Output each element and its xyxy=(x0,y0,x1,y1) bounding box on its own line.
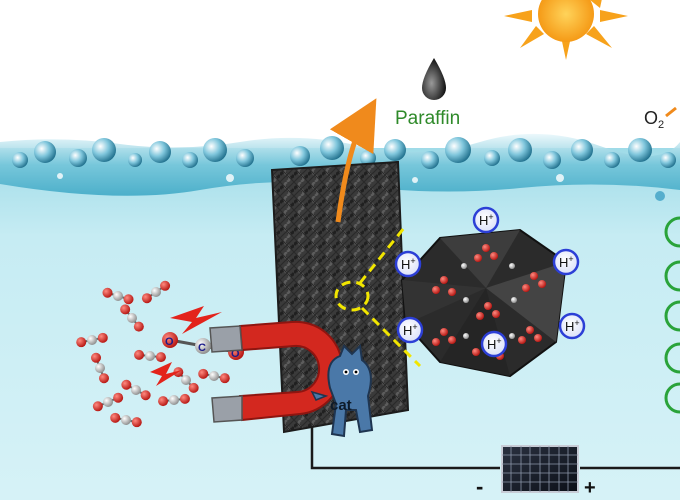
negative-terminal-label: - xyxy=(476,474,483,499)
labeled-co2-molecule: O C O xyxy=(162,332,244,360)
co2-molecule xyxy=(76,332,108,348)
anode-electrode xyxy=(664,216,680,414)
svg-text:H+: H+ xyxy=(565,318,580,334)
sun-icon xyxy=(504,0,628,60)
paraffin-arrow xyxy=(329,98,377,223)
co2-molecule xyxy=(134,349,166,363)
svg-text:H+: H+ xyxy=(401,256,416,272)
co2-molecules xyxy=(76,280,230,428)
co2-molecule xyxy=(91,352,109,384)
catalyst-mascot-icon: cat xyxy=(310,343,374,438)
svg-text:H+: H+ xyxy=(559,254,574,270)
co2-molecule xyxy=(102,287,134,305)
lightning-icon xyxy=(150,306,222,386)
proton-badge: H+ xyxy=(396,316,424,344)
svg-text:H+: H+ xyxy=(479,212,494,228)
svg-text:C: C xyxy=(198,342,206,354)
co2-molecule xyxy=(173,367,199,393)
circuit-wire xyxy=(310,410,680,470)
co2-molecule xyxy=(92,392,124,412)
proton-badge: H+ xyxy=(394,250,422,278)
svg-text:O: O xyxy=(165,336,174,348)
proton-badge: H+ xyxy=(480,330,508,358)
co2-molecule xyxy=(141,280,171,304)
paraffin-label: Paraffin xyxy=(395,108,460,129)
solar-panel-icon xyxy=(501,445,579,493)
proton-badge: H+ xyxy=(558,312,586,340)
co2-molecule xyxy=(198,368,230,384)
svg-text:O: O xyxy=(231,348,240,360)
oxygen-label: O2 xyxy=(644,106,677,131)
co2-molecule xyxy=(121,379,151,401)
co2-molecule xyxy=(120,304,144,332)
positive-terminal-label: + xyxy=(584,477,596,499)
svg-text:H+: H+ xyxy=(403,322,418,338)
co2-molecule xyxy=(110,412,142,428)
co2-molecule xyxy=(158,393,190,407)
proton-badge: H+ xyxy=(472,206,500,234)
svg-text:O2: O2 xyxy=(644,108,664,131)
catalyst-label: cat xyxy=(330,397,352,414)
oil-droplet-icon xyxy=(422,58,446,100)
svg-text:H+: H+ xyxy=(487,336,502,352)
zoom-callout xyxy=(334,227,422,368)
proton-badge: H+ xyxy=(552,248,580,276)
